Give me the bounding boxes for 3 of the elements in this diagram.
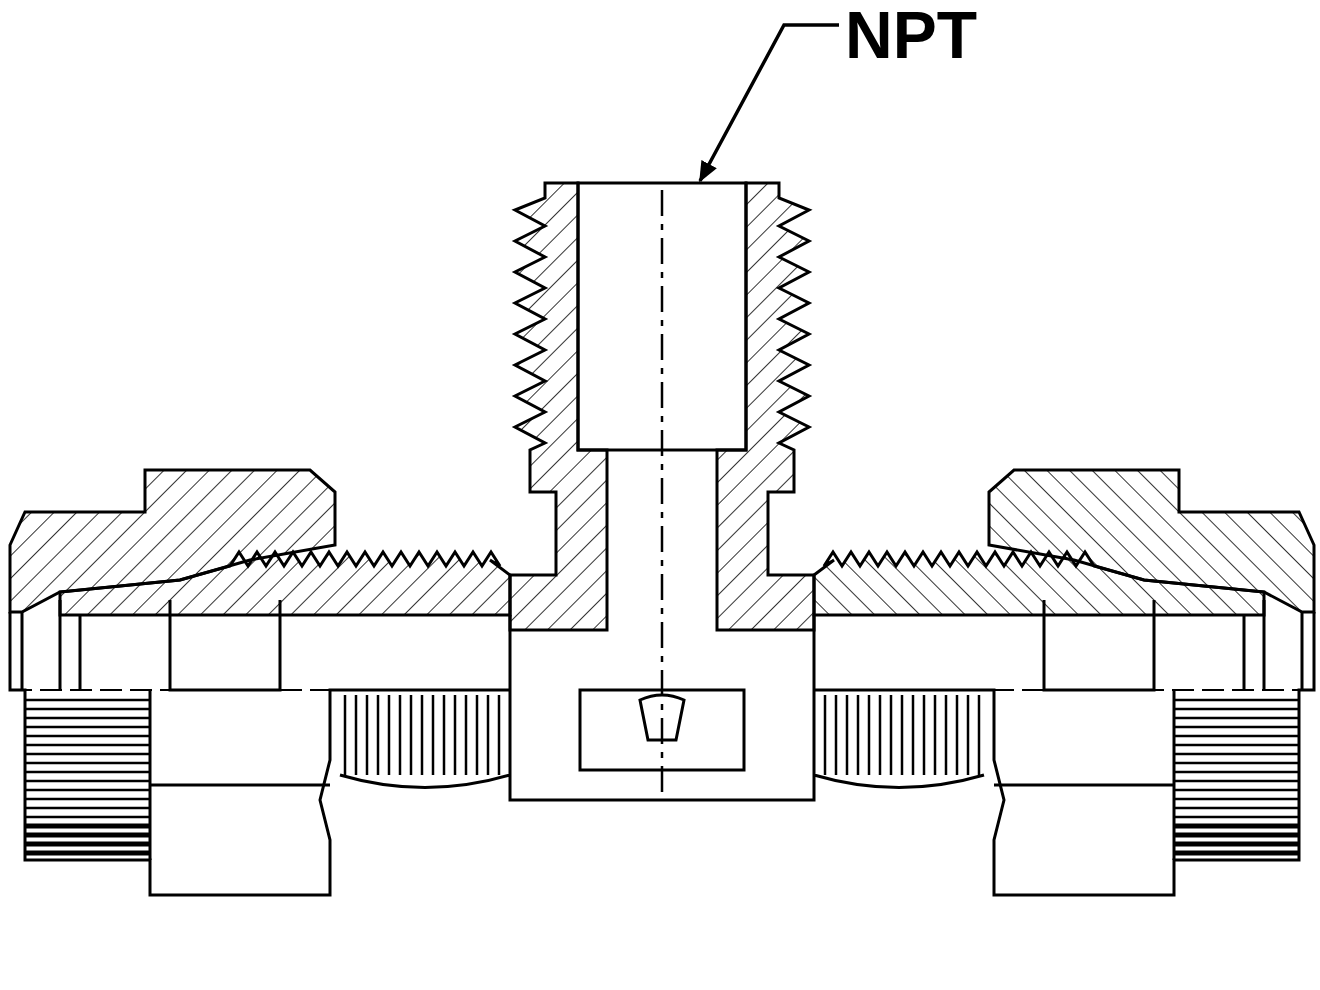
leader-line: [698, 23, 839, 183]
threaded-port-drawing: [508, 181, 816, 632]
callout-label: NPT: [845, 0, 977, 70]
